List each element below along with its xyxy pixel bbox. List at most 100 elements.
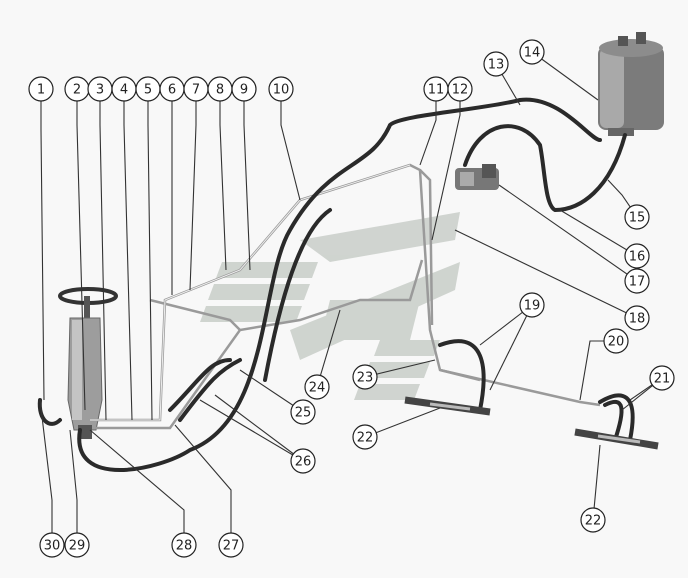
callout-20: 20 <box>603 328 629 354</box>
callout-number: 16 <box>629 250 646 265</box>
callout-circle <box>352 364 378 390</box>
callout-18: 18 <box>624 305 650 331</box>
callout-9: 9 <box>231 76 257 102</box>
leader-line <box>498 184 638 282</box>
hydraulic-tank <box>598 32 664 136</box>
callout-21: 21 <box>649 365 675 391</box>
callout-27: 27 <box>218 532 244 558</box>
callout-number: 28 <box>176 539 193 554</box>
callout-number: 18 <box>629 312 646 327</box>
callout-number: 22 <box>585 514 602 529</box>
callout-22: 22 <box>352 424 378 450</box>
callout-number: 10 <box>273 83 290 98</box>
callout-number: 25 <box>295 406 312 421</box>
callout-circle <box>218 532 244 558</box>
leader-line <box>123 89 133 421</box>
callout-16: 16 <box>624 243 650 269</box>
callout-2: 2 <box>64 76 90 102</box>
callout-number: 7 <box>192 83 200 98</box>
leader-line <box>489 304 533 391</box>
callout-number: 13 <box>488 58 505 73</box>
leader-line <box>239 369 304 413</box>
callout-12: 12 <box>447 76 473 102</box>
callout-25: 25 <box>290 399 316 425</box>
callout-22: 22 <box>580 507 606 533</box>
callout-circle <box>64 532 90 558</box>
callout-28: 28 <box>171 532 197 558</box>
callout-circle <box>28 76 54 102</box>
callout-number: 5 <box>144 83 152 98</box>
callout-number: 24 <box>309 381 326 396</box>
callout-circle <box>304 374 330 400</box>
callout-circle <box>624 204 650 230</box>
leader-line <box>189 89 197 291</box>
callout-number: 11 <box>428 83 445 98</box>
callout-3: 3 <box>87 76 113 102</box>
leader-line <box>174 424 232 545</box>
callout-circle <box>352 424 378 450</box>
callout-number: 8 <box>216 83 224 98</box>
callout-circle <box>290 448 316 474</box>
callout-number: 4 <box>120 83 128 98</box>
callout-number: 9 <box>240 83 248 98</box>
callout-circle <box>483 51 509 77</box>
callout-7: 7 <box>183 76 209 102</box>
callout-circle <box>447 76 473 102</box>
leader-line <box>364 407 441 438</box>
callout-circle <box>624 305 650 331</box>
hoses <box>37 97 635 472</box>
callout-number: 29 <box>69 539 86 554</box>
callout-29: 29 <box>64 532 90 558</box>
callout-circle <box>290 399 316 425</box>
callout-number: 14 <box>524 46 541 61</box>
callout-circle <box>39 532 65 558</box>
leader-line <box>559 209 638 257</box>
callout-number: 2 <box>73 83 81 98</box>
leader-line <box>219 89 227 271</box>
callout-circle <box>519 39 545 65</box>
callout-5: 5 <box>135 76 161 102</box>
callout-circle <box>519 292 545 318</box>
valve-block <box>455 164 499 190</box>
callout-number: 17 <box>629 275 646 290</box>
callout-circle <box>603 328 629 354</box>
callout-number: 3 <box>96 83 104 98</box>
callout-circle <box>649 365 675 391</box>
callout-8: 8 <box>207 76 233 102</box>
callout-1: 1 <box>28 76 54 102</box>
leader-line <box>214 394 304 462</box>
callout-23: 23 <box>352 364 378 390</box>
leader-line <box>243 89 251 271</box>
callout-6: 6 <box>159 76 185 102</box>
callout-10: 10 <box>268 76 294 102</box>
callout-circle <box>624 243 650 269</box>
callout-circle <box>171 532 197 558</box>
callout-circle <box>580 507 606 533</box>
callout-number: 1 <box>37 83 45 98</box>
callout-15: 15 <box>624 204 650 230</box>
callout-number: 6 <box>168 83 176 98</box>
callout-30: 30 <box>39 532 65 558</box>
leader-line <box>39 399 53 545</box>
callout-number: 26 <box>295 455 312 470</box>
leader-line <box>531 51 599 101</box>
callout-11: 11 <box>423 76 449 102</box>
callout-number: 22 <box>357 431 374 446</box>
callout-13: 13 <box>483 51 509 77</box>
leader-line <box>89 429 185 545</box>
callout-number: 23 <box>357 371 374 386</box>
callout-19: 19 <box>519 292 545 318</box>
callout-number: 27 <box>223 539 240 554</box>
callout-circle <box>624 268 650 294</box>
callout-4: 4 <box>111 76 137 102</box>
callout-number: 21 <box>654 372 671 387</box>
callout-24: 24 <box>304 374 330 400</box>
callout-circle <box>231 76 257 102</box>
leader-line <box>69 429 78 545</box>
callout-number: 19 <box>524 299 541 314</box>
leader-line <box>316 309 341 388</box>
leader-line <box>199 399 304 462</box>
leader-line <box>147 89 153 421</box>
